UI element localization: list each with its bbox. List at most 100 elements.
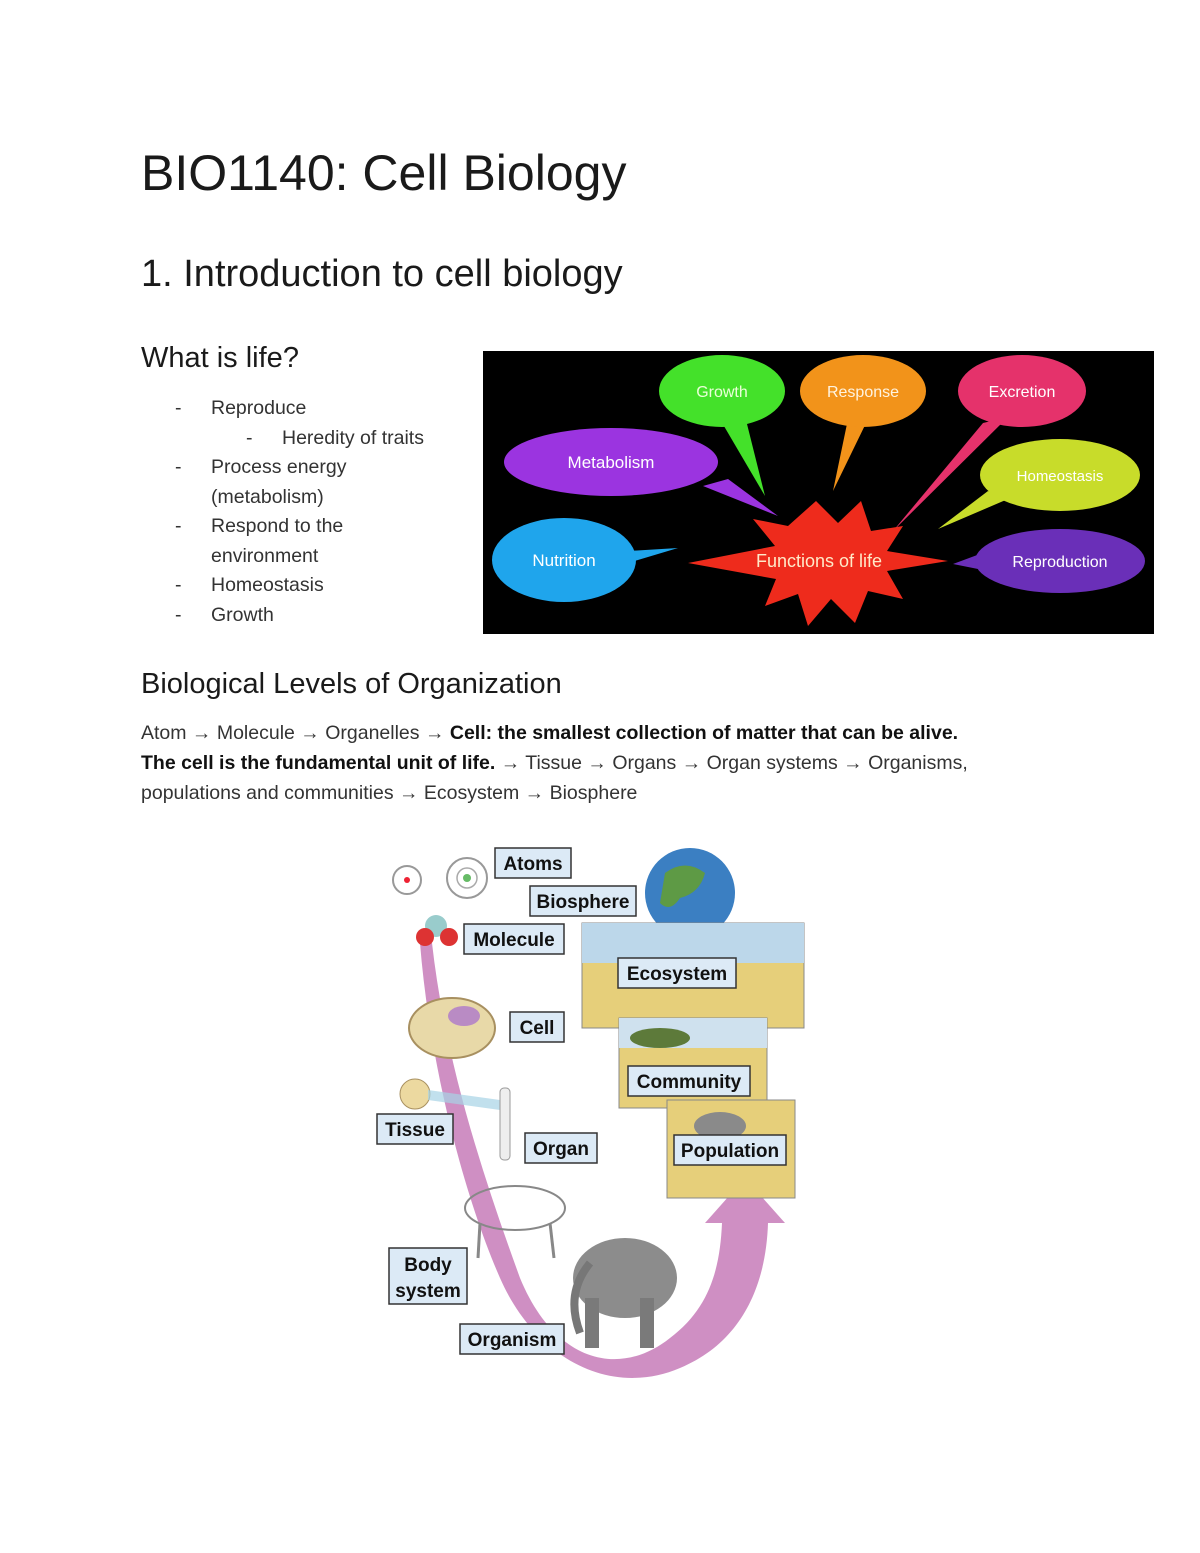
metabolism-bubble xyxy=(504,428,718,496)
section-title: 1. Introduction to cell biology xyxy=(141,253,623,295)
list-dash: - xyxy=(175,603,182,626)
levels-paragraph: Atom → Molecule → Organelles → Cell: the… xyxy=(141,718,1071,808)
svg-text:Molecule: Molecule xyxy=(473,930,554,951)
levels-figure-svg: Atoms Biosphere Molecule Ecosystem Cell … xyxy=(376,847,805,1378)
cell-icon xyxy=(408,997,496,1059)
label-population: Population xyxy=(673,1134,787,1166)
functions-starburst xyxy=(688,501,948,626)
list-dash: - xyxy=(175,456,182,478)
excretion-tail xyxy=(893,417,1008,531)
homeostasis-tail xyxy=(938,491,1008,529)
svg-text:Body: Body xyxy=(404,1255,452,1276)
list-item-text: Respond to the xyxy=(211,515,344,537)
molecule-atom-icon xyxy=(440,928,458,946)
label-atoms: Atoms xyxy=(494,847,572,879)
excretion-bubble xyxy=(958,355,1086,427)
list-item-text: Homeostasis xyxy=(211,574,324,596)
organization-arrow xyxy=(420,943,785,1378)
bone-icon xyxy=(499,1087,511,1161)
list-item: - Growth xyxy=(175,601,465,631)
svg-text:Biosphere: Biosphere xyxy=(537,892,630,913)
molecule-atom-icon xyxy=(416,928,434,946)
label-biosphere: Biosphere xyxy=(529,885,637,917)
tissue-icon xyxy=(399,1078,431,1110)
elephant-leg-icon xyxy=(585,1298,599,1348)
nutrition-tail xyxy=(628,548,678,563)
levels-of-organization-figure: Atoms Biosphere Molecule Ecosystem Cell … xyxy=(370,838,810,1378)
label-ecosystem: Ecosystem xyxy=(617,957,737,989)
elephant-group-icon xyxy=(694,1112,746,1140)
list-item-text: Heredity of traits xyxy=(282,426,424,449)
svg-text:Community: Community xyxy=(637,1072,742,1093)
bubble-label-response: Response xyxy=(827,384,899,401)
list-dash: - xyxy=(246,426,253,449)
list-dash: - xyxy=(175,397,182,419)
growth-tail xyxy=(721,416,765,496)
response-bubble xyxy=(800,355,926,427)
ecosystem-sky xyxy=(582,923,804,963)
elephant-trunk-icon xyxy=(570,1260,594,1335)
svg-text:system: system xyxy=(395,1281,461,1302)
list-item-text: (metabolism) xyxy=(211,485,324,508)
homeostasis-bubble xyxy=(980,439,1140,511)
list-item-text: Process energy xyxy=(211,456,347,478)
atom-shell-icon xyxy=(456,867,478,889)
label-organ: Organ xyxy=(524,1132,598,1164)
list-dash: - xyxy=(175,574,182,596)
reproduction-bubble xyxy=(975,529,1145,593)
label-molecule: Molecule xyxy=(463,923,565,955)
list-item: - Respond to the xyxy=(175,512,465,542)
document-title: BIO1140: Cell Biology xyxy=(141,145,627,201)
label-tissue: Tissue xyxy=(376,1113,454,1145)
atom-nucleus-icon xyxy=(463,874,471,882)
skeleton-leg-icon xyxy=(476,1222,482,1259)
list-item-text: Reproduce xyxy=(211,397,307,419)
list-item-continuation: (metabolism) xyxy=(175,483,465,513)
functions-of-life-figure: Growth Response Excretion Metabolism Hom… xyxy=(483,351,1154,634)
svg-text:Cell: Cell xyxy=(520,1018,555,1039)
list-item: - Reproduce xyxy=(175,394,465,424)
list-subitem: - Heredity of traits xyxy=(175,424,465,454)
label-body-system: Body system xyxy=(388,1247,468,1305)
svg-text:Atoms: Atoms xyxy=(503,854,562,875)
label-cell: Cell xyxy=(509,1011,565,1043)
levels-bold-cell: Cell: the smallest collection of matter … xyxy=(449,722,959,744)
bubble-label-nutrition: Nutrition xyxy=(532,551,595,570)
center-label: Functions of life xyxy=(756,551,882,571)
label-community: Community xyxy=(627,1065,751,1097)
levels-heading: Biological Levels of Organization xyxy=(141,668,562,700)
list-item: - Homeostasis xyxy=(175,571,465,601)
svg-text:Organ: Organ xyxy=(533,1139,589,1160)
earth-land-icon xyxy=(660,865,705,907)
list-item-continuation: environment xyxy=(175,542,465,572)
levels-text-part: → Tissue → Organs → Organ systems → Orga… xyxy=(141,752,968,804)
levels-bold-unit: The cell is the fundamental unit of life… xyxy=(141,752,496,774)
nucleus-icon xyxy=(448,1006,480,1026)
skeleton-leg-icon xyxy=(548,1222,556,1259)
growth-bubble xyxy=(659,355,785,427)
tree-icon xyxy=(630,1028,690,1048)
response-tail xyxy=(833,419,868,491)
svg-text:Organism: Organism xyxy=(468,1330,557,1351)
svg-text:Population: Population xyxy=(681,1141,779,1162)
zoom-icon xyxy=(428,1090,500,1110)
bubble-label-growth: Growth xyxy=(696,384,748,401)
svg-text:Ecosystem: Ecosystem xyxy=(627,964,727,985)
label-organism: Organism xyxy=(459,1323,565,1355)
atom-icon xyxy=(392,865,422,895)
atom-nucleus-icon xyxy=(404,877,410,883)
functions-of-life-svg: Growth Response Excretion Metabolism Hom… xyxy=(492,355,1145,626)
atom-icon xyxy=(446,857,488,899)
bubble-label-homeostasis: Homeostasis xyxy=(1017,468,1104,485)
skeleton-icon xyxy=(464,1185,566,1231)
life-heading: What is life? xyxy=(141,342,299,374)
list-item-text: Growth xyxy=(211,603,274,626)
list-item-text: environment xyxy=(211,544,319,567)
life-list: - Reproduce - Heredity of traits - Process … xyxy=(175,394,465,630)
bubble-label-excretion: Excretion xyxy=(989,384,1056,401)
svg-text:Tissue: Tissue xyxy=(385,1120,445,1141)
nutrition-bubble xyxy=(492,518,636,602)
list-item: - Process energy xyxy=(175,453,465,483)
list-dash: - xyxy=(175,515,182,537)
bubble-label-reproduction: Reproduction xyxy=(1012,554,1107,571)
